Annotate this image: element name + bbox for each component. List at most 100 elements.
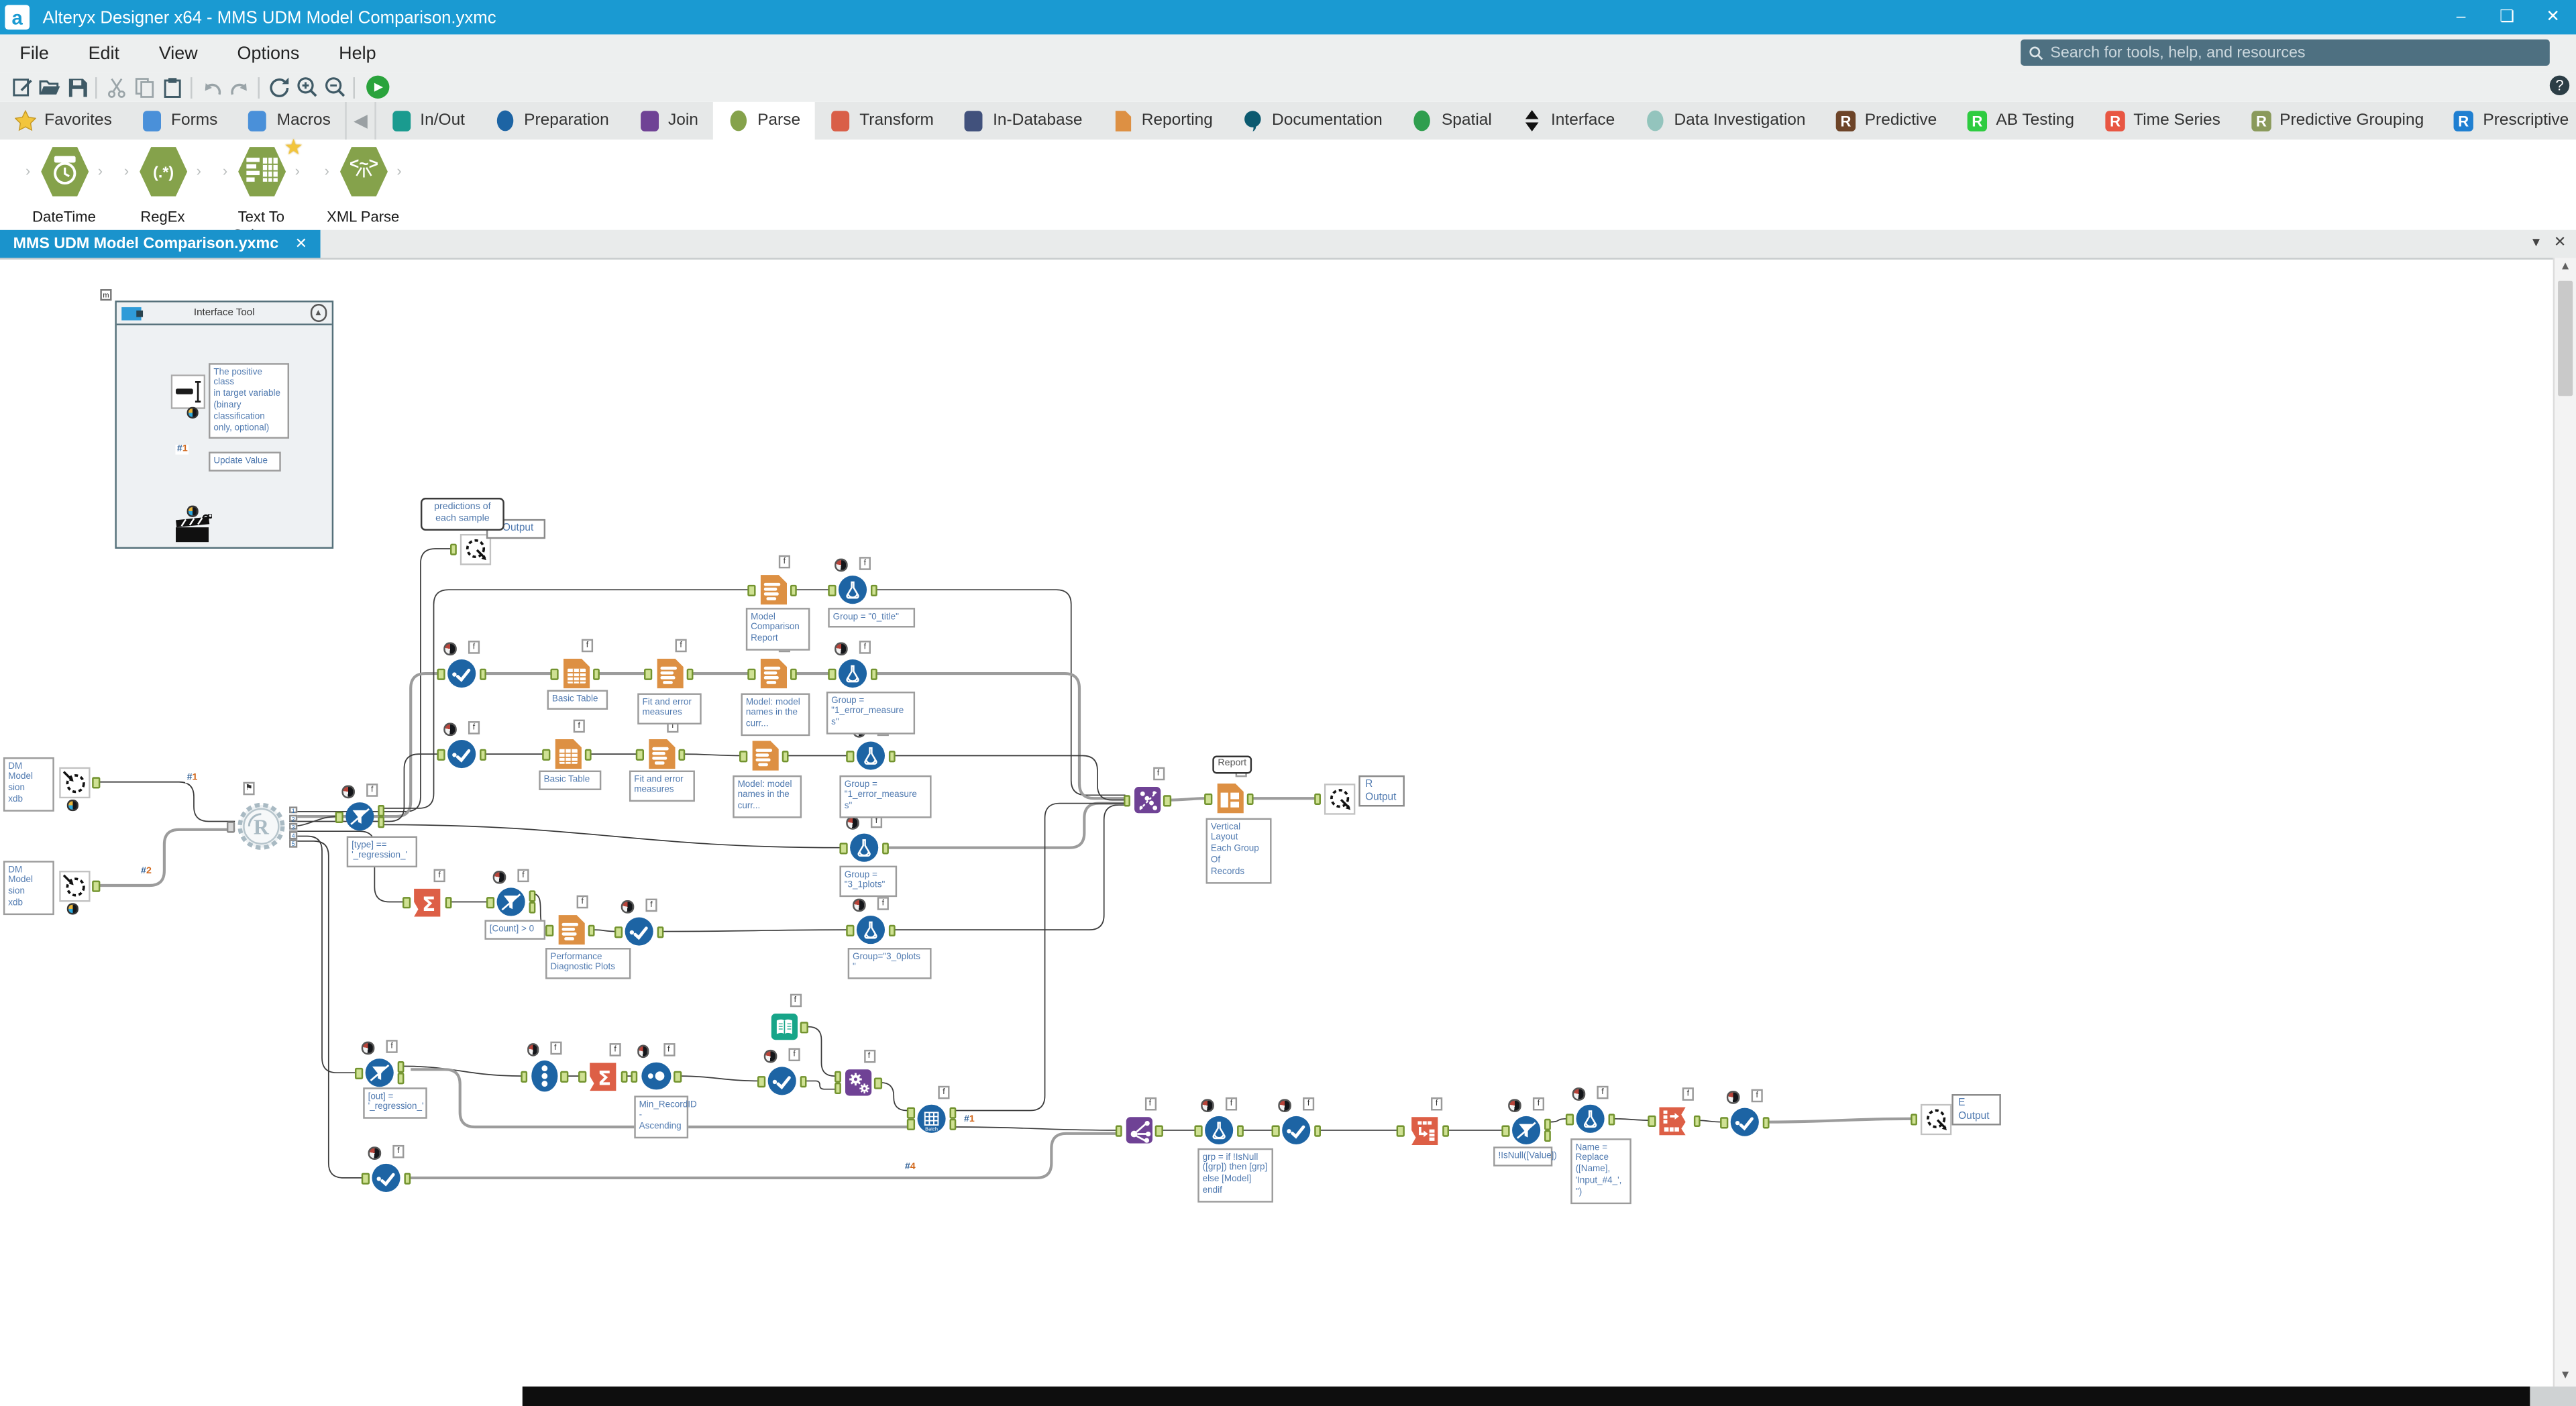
- output-anchor[interactable]: [587, 924, 595, 936]
- output-anchor[interactable]: [781, 749, 789, 762]
- input-anchor[interactable]: [545, 924, 553, 936]
- report-text-tool[interactable]: f: [747, 639, 797, 690]
- tool-annotation[interactable]: Fit and error measures: [629, 770, 695, 802]
- input-anchor[interactable]: [846, 749, 854, 762]
- input-anchor[interactable]: [906, 1106, 914, 1118]
- output-anchor[interactable]: [1155, 1124, 1163, 1136]
- output-anchor[interactable]: [686, 667, 694, 680]
- action-tool[interactable]: [173, 514, 211, 544]
- output-anchor[interactable]: [377, 817, 385, 829]
- tool-annotation[interactable]: DM Model sion xdb: [3, 757, 54, 811]
- select-tool[interactable]: f: [361, 1144, 411, 1193]
- input-anchor[interactable]: [747, 667, 755, 680]
- palette-tab-spatial[interactable]: Spatial: [1397, 102, 1507, 140]
- output-label[interactable]: R Output: [1358, 775, 1405, 807]
- formula-tool[interactable]: f: [1565, 1085, 1615, 1134]
- tool-annotation[interactable]: Group = "1_error_measure s": [839, 775, 932, 818]
- palette-tool-regex[interactable]: › (.*) › RegEx: [112, 145, 214, 226]
- formula-tool[interactable]: f: [846, 722, 896, 770]
- tool-annotation[interactable]: Model: model names in the curr...: [733, 775, 802, 818]
- document-tab[interactable]: MMS UDM Model Comparison.yxmc ✕: [0, 229, 321, 258]
- r-output-anchor[interactable]: 2: [289, 814, 298, 822]
- input-anchor[interactable]: [1501, 1124, 1509, 1136]
- gears-macro-tool[interactable]: f: [833, 1049, 881, 1097]
- select-tool[interactable]: f: [437, 721, 486, 769]
- output-anchor[interactable]: [560, 1070, 568, 1082]
- tool-annotation[interactable]: Model Comparison Report: [745, 608, 810, 651]
- basic-table-tool[interactable]: f: [550, 639, 600, 690]
- input-anchor[interactable]: [1720, 1116, 1728, 1128]
- output-anchor[interactable]: [1543, 1118, 1551, 1130]
- output-anchor[interactable]: [949, 1106, 957, 1118]
- formula-tool[interactable]: f: [1194, 1097, 1244, 1145]
- maximize-button[interactable]: ❏: [2500, 8, 2515, 27]
- input-anchor[interactable]: [437, 748, 445, 760]
- output-anchor[interactable]: [478, 667, 486, 680]
- input-anchor[interactable]: [1648, 1114, 1656, 1126]
- interface-tool-container-header[interactable]: Interface Tool ▲: [116, 303, 332, 325]
- input-anchor[interactable]: [520, 1070, 528, 1082]
- input-anchor[interactable]: [361, 1172, 369, 1184]
- palette-tab-favorites[interactable]: Favorites: [0, 102, 127, 140]
- tool-annotation[interactable]: grp = if !IsNull ([grp]) then [grp] else…: [1197, 1148, 1273, 1202]
- output-anchor[interactable]: [528, 889, 536, 902]
- output-anchor[interactable]: [92, 776, 100, 788]
- select-tool[interactable]: f: [614, 898, 664, 947]
- palette-tab-join[interactable]: Join: [624, 102, 713, 140]
- palette-tool-datetime[interactable]: › › DateTime: [13, 145, 115, 226]
- basic-table-tool[interactable]: f: [542, 719, 592, 771]
- r-output-anchor[interactable]: 4: [289, 831, 298, 839]
- layout-tool[interactable]: f: [1204, 763, 1254, 815]
- tool-annotation[interactable]: Fit and error measures: [637, 693, 702, 724]
- formula-tool[interactable]: f: [839, 814, 889, 863]
- transpose-tool[interactable]: f: [1396, 1096, 1450, 1146]
- paste-button[interactable]: [158, 74, 186, 99]
- tool-annotation[interactable]: Update Value: [209, 451, 281, 472]
- tab-bar-close-icon[interactable]: ✕: [2553, 233, 2567, 250]
- tool-annotation[interactable]: Group="3_0plots ": [847, 948, 932, 979]
- filter-tool[interactable]: f: [354, 1040, 405, 1087]
- tool-annotation[interactable]: Performance Diagnostic Plots: [545, 948, 631, 979]
- favorite-star-icon[interactable]: ★: [284, 134, 303, 160]
- select-tool[interactable]: f: [1271, 1097, 1321, 1145]
- input-anchor[interactable]: [635, 748, 643, 760]
- output-anchor[interactable]: [478, 748, 486, 760]
- output-anchor[interactable]: [1246, 792, 1254, 804]
- input-anchor[interactable]: [828, 667, 836, 680]
- output-anchor[interactable]: [656, 926, 664, 938]
- input-anchor[interactable]: [828, 584, 836, 596]
- output-anchor[interactable]: [799, 1075, 807, 1087]
- input-anchor[interactable]: [550, 667, 558, 680]
- input-anchor[interactable]: [437, 667, 445, 680]
- palette-tab-forms[interactable]: Forms: [127, 102, 233, 140]
- tool-annotation[interactable]: Group = "0_title": [828, 608, 916, 628]
- input-anchor[interactable]: [747, 584, 755, 596]
- output-anchor[interactable]: [1762, 1116, 1770, 1128]
- output-anchor[interactable]: [528, 902, 536, 914]
- select-tool[interactable]: f: [437, 641, 486, 688]
- output-anchor[interactable]: [620, 1070, 628, 1082]
- output-anchor[interactable]: [789, 584, 797, 596]
- output-anchor[interactable]: [888, 924, 896, 936]
- report-text-tool[interactable]: f: [739, 721, 789, 772]
- scroll-tabs-left-icon[interactable]: ◀: [354, 111, 368, 131]
- report-tag[interactable]: Report: [1212, 755, 1252, 774]
- output-anchor[interactable]: [678, 748, 686, 760]
- document-tab-close-icon[interactable]: ✕: [294, 235, 308, 252]
- formula-tool[interactable]: f: [828, 641, 877, 688]
- menu-help[interactable]: Help: [339, 43, 376, 64]
- question-anchor-icon[interactable]: [66, 800, 78, 810]
- output-anchor[interactable]: [1163, 794, 1171, 806]
- menu-edit[interactable]: Edit: [88, 43, 120, 64]
- input-anchor[interactable]: [578, 1070, 586, 1082]
- output-anchor[interactable]: [444, 896, 452, 908]
- new-button[interactable]: [7, 74, 35, 99]
- palette-tab-macros[interactable]: Macros: [232, 102, 345, 140]
- collapse-container-icon[interactable]: ▲: [309, 304, 327, 322]
- macro-output-tool[interactable]: [1909, 1103, 1951, 1135]
